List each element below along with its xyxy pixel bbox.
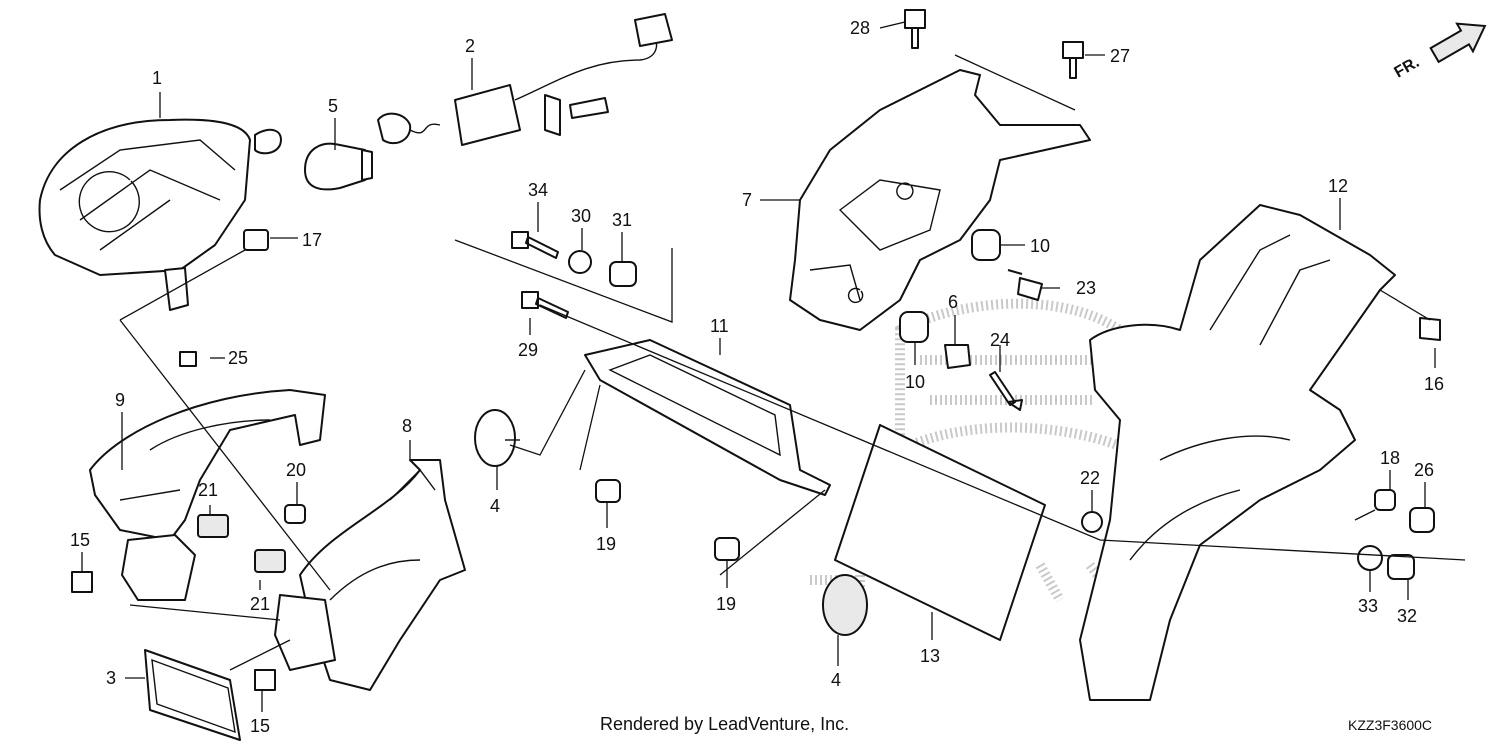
diagram-code: KZZ3F3600C [1348,717,1432,733]
callout-21-lower: 21 [250,594,270,614]
callout-22: 22 [1080,468,1100,488]
callout-24: 24 [990,330,1010,350]
part-5-bulb [304,142,373,191]
part-7-upper-bracket [789,69,1091,331]
callout-15-left: 15 [70,530,90,550]
part-13-plate-base [834,424,1046,641]
callout-27: 27 [1110,46,1130,66]
callout-5: 5 [328,96,338,116]
callout-19-lower: 19 [716,594,736,614]
callout-15-bottom: 15 [250,716,270,736]
callout-17: 17 [302,230,322,250]
front-direction-label: FR. [1392,54,1423,82]
part-12-rear-fender [1079,204,1396,701]
callout-16: 16 [1424,374,1444,394]
part-11-license-bracket [584,339,831,496]
callout-19-upper: 19 [596,534,616,554]
callout-21-upper: 21 [198,480,218,500]
part-3-reflector [144,649,241,741]
callout-3: 3 [106,668,116,688]
callout-23: 23 [1076,278,1096,298]
callout-2: 2 [465,36,475,56]
callout-26: 26 [1414,460,1434,480]
callout-10-lower: 10 [905,372,925,392]
part-8-fender-cover [299,459,466,691]
part-4-reflector-right [822,574,868,636]
footer-credit: Rendered by LeadVenture, Inc. [600,714,849,734]
callout-7: 7 [742,190,752,210]
callout-25: 25 [228,348,248,368]
callout-13: 13 [920,646,940,666]
part-9-cover-frame [89,389,326,541]
callout-4-left: 4 [490,496,500,516]
part-2-socket-wiring [377,13,673,146]
callout-9: 9 [115,390,125,410]
callout-6: 6 [948,292,958,312]
callout-20: 20 [286,460,306,480]
part-1-tail-light [38,118,282,311]
callout-12: 12 [1328,176,1348,196]
callout-34: 34 [528,180,548,200]
callout-labels: 1 2 3 4 4 5 6 7 8 9 10 10 11 12 13 15 15… [70,18,1444,736]
callout-31: 31 [612,210,632,230]
part-4-reflector-left [474,409,520,467]
callout-18: 18 [1380,448,1400,468]
callout-10-upper: 10 [1030,236,1050,256]
callout-30: 30 [571,206,591,226]
front-direction-arrow-icon [1429,22,1487,64]
callout-1: 1 [152,68,162,88]
callout-33: 33 [1358,596,1378,616]
callout-8: 8 [402,416,412,436]
callout-29: 29 [518,340,538,360]
leader-lines [81,21,1466,712]
callout-32: 32 [1397,606,1417,626]
callout-11: 11 [710,316,729,336]
callout-4-right: 4 [831,670,841,690]
callout-28: 28 [850,18,870,38]
